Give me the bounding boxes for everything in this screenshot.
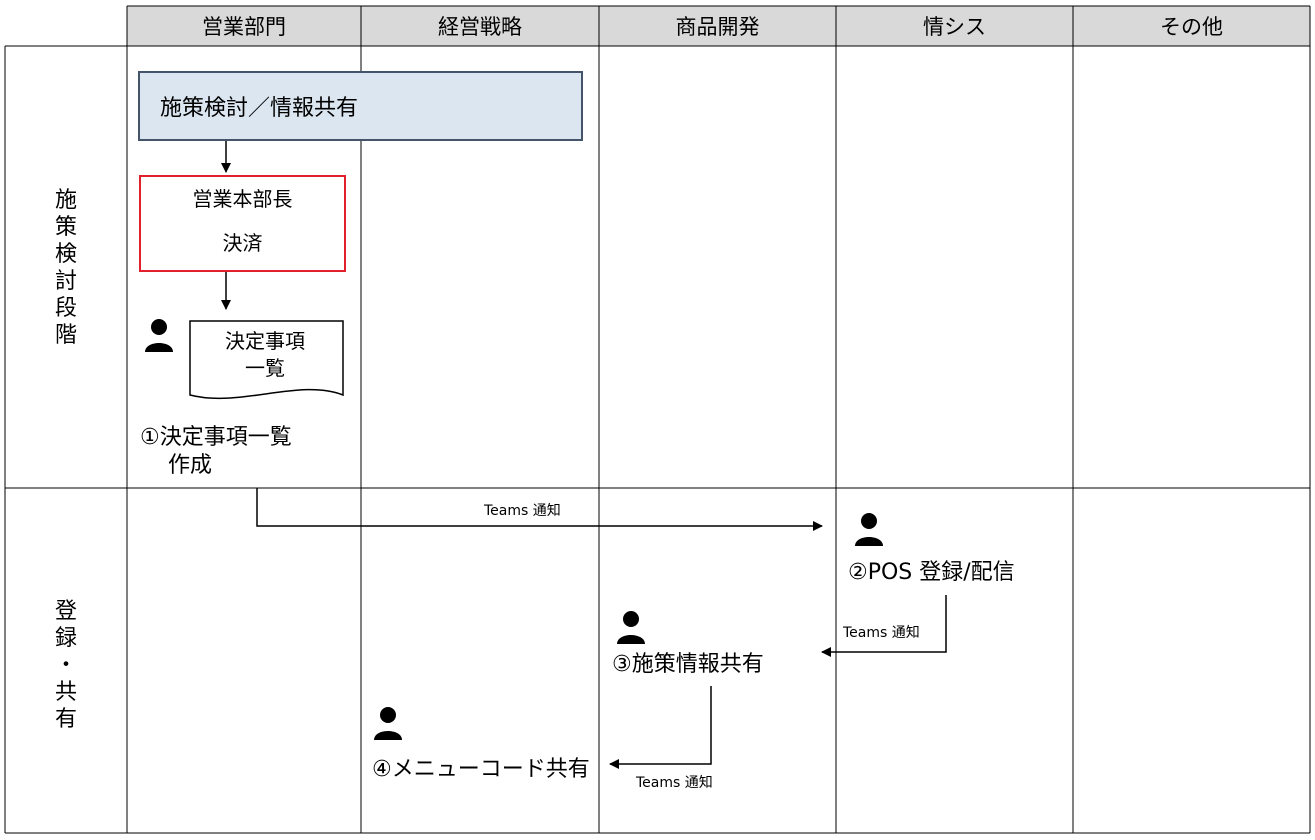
- column-header-strategy: 経営戦略: [438, 15, 522, 39]
- arrow-step1-to-step2: [256, 488, 823, 531]
- step3-label: ③施策情報共有: [612, 652, 764, 677]
- approval-line1: 営業本部長: [192, 187, 293, 211]
- step1-label: ①決定事項一覧 作成: [140, 425, 292, 478]
- person-icon: [145, 319, 173, 352]
- person-icon: [855, 513, 883, 546]
- column-header-product-dev: 商品開発: [675, 15, 760, 39]
- phase-label-registration: 登 録 ・ 共 有: [54, 599, 77, 732]
- person-icon: [617, 611, 645, 644]
- header-band: [127, 6, 1310, 46]
- phase-label-review: 施 策 検 討 段 階: [54, 188, 77, 348]
- column-header-sales: 営業部門: [202, 15, 286, 39]
- column-header-other: その他: [1160, 15, 1223, 39]
- arrow-step2-to-step3: [821, 595, 947, 657]
- review-share-label: 施策検討／情報共有: [160, 96, 359, 121]
- approval-line2: 決済: [222, 231, 263, 255]
- step4-label: ④メニューコード共有: [372, 757, 590, 782]
- column-header-it: 情シス: [923, 15, 986, 39]
- edge-label-teams-1: Teams 通知: [484, 503, 561, 519]
- arrow-step3-to-step4: [609, 686, 712, 769]
- document-label: 決定事項 一覧: [225, 329, 305, 380]
- step2-label: ②POS 登録/配信: [848, 560, 1015, 585]
- edge-label-teams-2: Teams 通知: [843, 625, 920, 641]
- approval-box: 営業本部長 決済: [139, 175, 346, 272]
- edge-label-teams-3: Teams 通知: [636, 775, 713, 791]
- person-icon: [374, 707, 402, 740]
- document-icon: [189, 320, 344, 400]
- review-share-box: 施策検討／情報共有: [138, 71, 583, 141]
